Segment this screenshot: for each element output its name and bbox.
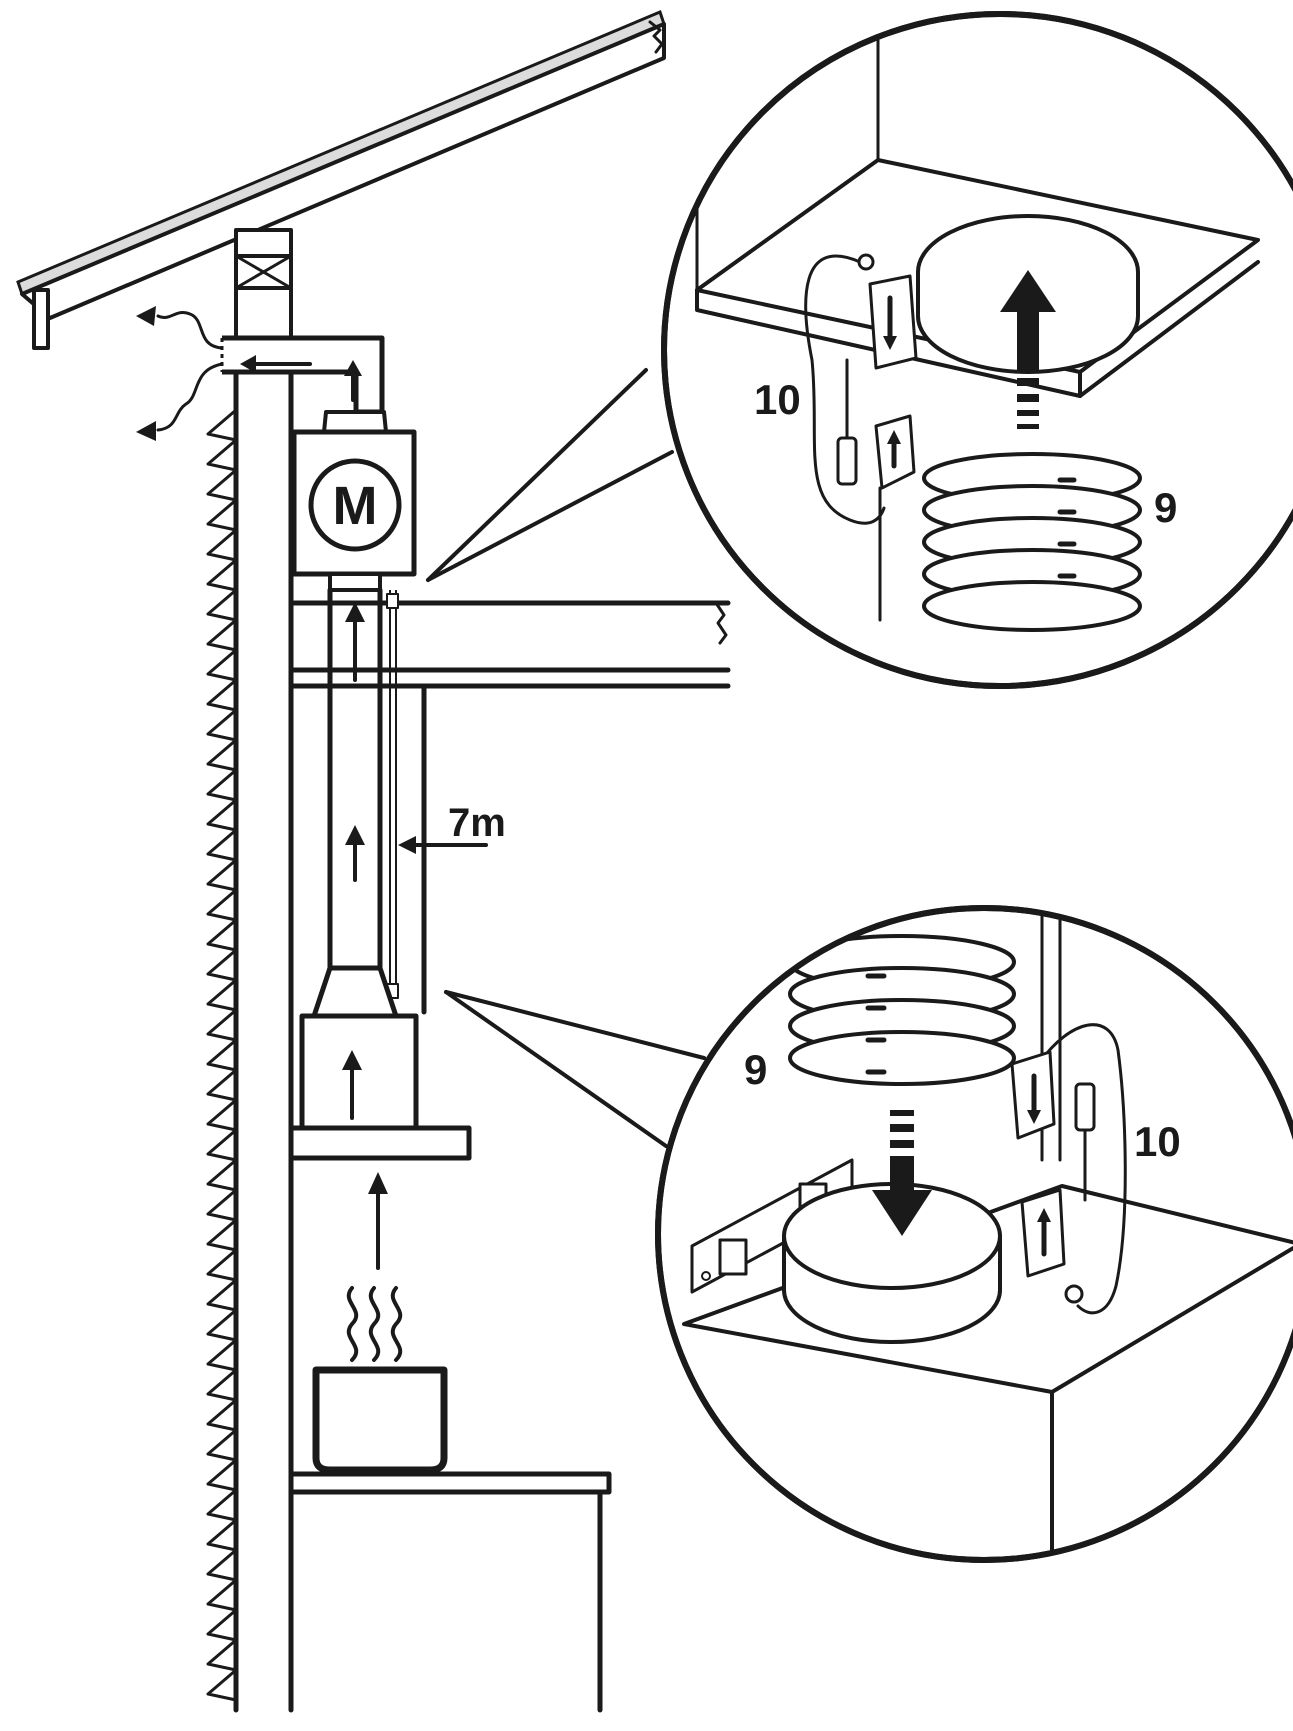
detail-bottom-hood-connection: 9 10 xyxy=(655,905,1293,1563)
arrow-up-icon xyxy=(345,825,365,882)
power-cable: 7m xyxy=(386,590,506,999)
cooking-pot xyxy=(312,1366,448,1474)
exhaust-air-arrows xyxy=(136,306,224,441)
motor-unit: M xyxy=(291,410,417,577)
clamp-part-number: 10 xyxy=(1134,1118,1181,1165)
cable-length-label: 7m xyxy=(448,801,506,845)
motor-icon xyxy=(308,458,402,552)
clamp-tie-icon xyxy=(804,253,918,622)
motor-label: M xyxy=(333,476,378,536)
cooker-hood xyxy=(288,965,472,1161)
callout-bottom xyxy=(444,990,706,1148)
screwdriver-icon xyxy=(836,358,858,486)
exterior-wall xyxy=(206,335,294,1713)
cooking-steam xyxy=(346,1172,403,1362)
exhaust-outlet xyxy=(136,306,385,441)
flexible-duct-coils xyxy=(922,452,1142,632)
ceiling-slab xyxy=(288,600,731,689)
cable-plug-icon xyxy=(386,593,399,609)
flexible-duct-coils xyxy=(788,934,1016,1086)
kitchen-counter xyxy=(288,1471,612,1713)
screw-icon xyxy=(1064,1284,1084,1304)
arrow-up-icon xyxy=(342,1050,362,1120)
arrow-down-icon xyxy=(872,1110,932,1236)
arrow-up-icon xyxy=(1000,270,1056,429)
arrow-up-icon xyxy=(345,602,365,682)
arrow-up-icon xyxy=(368,1172,388,1270)
screw-icon xyxy=(857,253,875,271)
callout-top xyxy=(426,368,674,582)
clamp-tie-icon xyxy=(1010,1023,1127,1315)
roof-truss xyxy=(234,228,293,340)
arrow-left-icon xyxy=(240,355,312,373)
arrow-up-icon xyxy=(344,360,362,402)
detail-top-motor-connection: 10 9 xyxy=(661,11,1293,689)
clamp-part-number: 10 xyxy=(754,376,801,423)
duct-part-number: 9 xyxy=(744,1046,767,1093)
cable-length-pointer xyxy=(398,836,488,854)
roof xyxy=(16,9,666,350)
duct-part-number: 9 xyxy=(1154,484,1177,531)
screwdriver-icon xyxy=(1074,1082,1096,1202)
flexible-duct xyxy=(327,572,383,971)
